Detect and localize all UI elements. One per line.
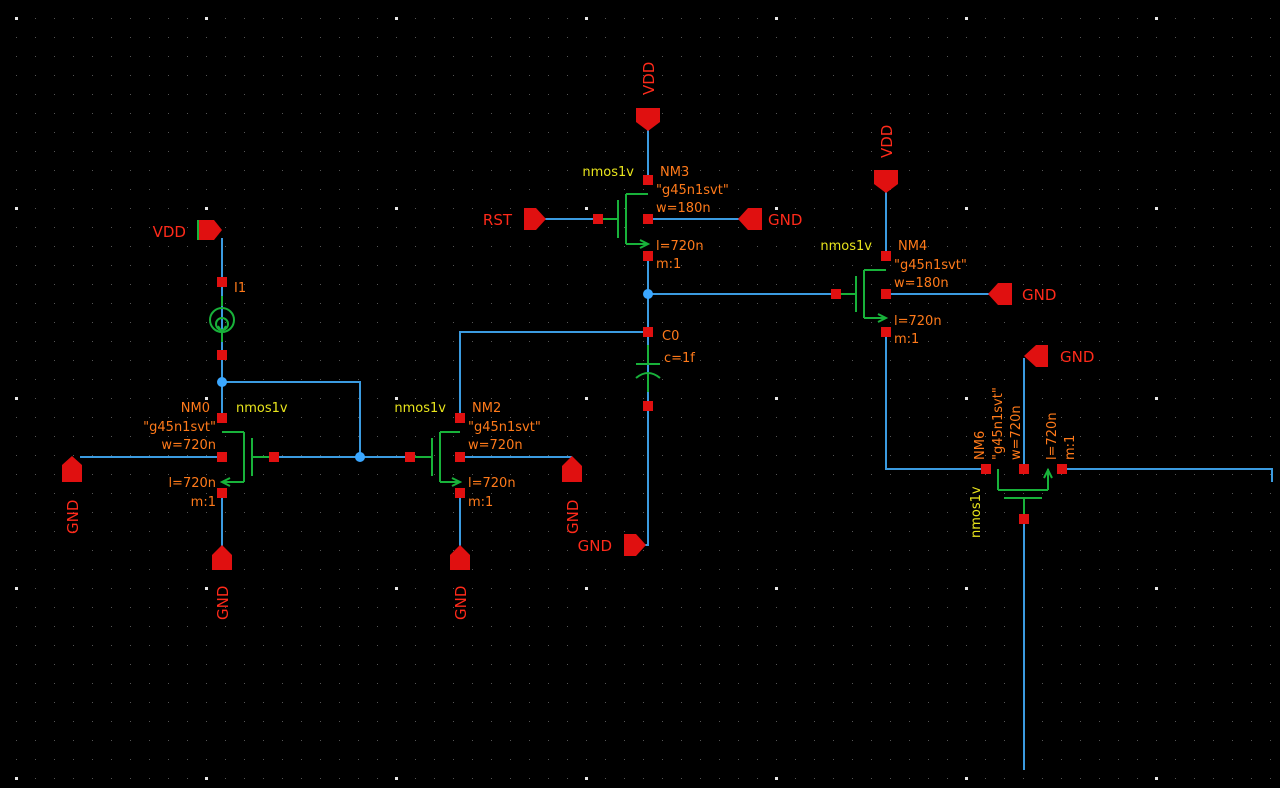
nm0-cell: nmos1v — [236, 401, 288, 416]
nm6-w: w=720n — [1009, 405, 1024, 460]
nm6-m: m:1 — [1063, 435, 1078, 460]
gnd-pin-nm2-right[interactable] — [562, 456, 582, 482]
gnd-label-left: GND — [64, 500, 82, 534]
gnd-pin-nm0[interactable] — [212, 545, 232, 570]
vdd-label-nm3: VDD — [640, 62, 658, 95]
wire-i1-to-mirror — [222, 381, 361, 457]
nm2-w: w=720n — [468, 438, 523, 453]
rst-label: RST — [483, 211, 513, 229]
nm2-name: NM2 — [472, 401, 501, 416]
nm4-l: l=720n — [894, 314, 942, 329]
gnd-pin-nm3[interactable] — [738, 208, 762, 230]
nm4-w: w=180n — [894, 276, 949, 291]
i1-current-source[interactable] — [209, 296, 235, 342]
wires — [80, 130, 1273, 770]
vdd-label-left: VDD — [153, 223, 186, 241]
nm4-cell: nmos1v — [820, 239, 872, 254]
c0-name: C0 — [662, 329, 679, 344]
labels: VDD VDD VDD RST GND GND GND GND GND GND … — [64, 62, 1094, 620]
gnd-label-nm3: GND — [768, 211, 802, 229]
pin-markers — [217, 175, 1067, 524]
nm2-l: l=720n — [468, 476, 516, 491]
nm0-name: NM0 — [181, 401, 210, 416]
nm0-w: w=720n — [161, 438, 216, 453]
vdd-label-nm4: VDD — [878, 125, 896, 158]
c0-capacitor[interactable] — [635, 345, 661, 392]
junction-dots — [217, 289, 653, 462]
gnd-label-nm6: GND — [1060, 348, 1094, 366]
nm6-cell: nmos1v — [969, 486, 984, 538]
nm6-transistor[interactable] — [997, 467, 1053, 519]
nm3-model: "g45n1svt" — [656, 183, 729, 198]
nm4-name: NM4 — [898, 239, 927, 254]
nm6-l: l=720n — [1045, 412, 1060, 460]
nm3-transistor[interactable] — [598, 193, 651, 249]
grid-dots — [15, 17, 1271, 780]
rst-pin[interactable] — [524, 208, 546, 230]
gnd-pin-left[interactable] — [62, 456, 82, 482]
gnd-pin-nm4[interactable] — [988, 283, 1012, 305]
gnd-label-c0: GND — [578, 537, 612, 555]
nm0-m: m:1 — [191, 495, 216, 510]
wire-nm4-source — [885, 332, 986, 470]
nm0-model: "g45n1svt" — [143, 420, 216, 435]
gnd-pin-c0[interactable] — [624, 534, 646, 556]
nm3-name: NM3 — [660, 165, 689, 180]
nm3-m: m:1 — [656, 257, 681, 272]
nm2-cell: nmos1v — [394, 401, 446, 416]
gnd-label-nm0: GND — [214, 586, 232, 620]
gnd-pin-nm6[interactable] — [1024, 345, 1048, 367]
nm2-model: "g45n1svt" — [468, 420, 541, 435]
c0-value: c=1f — [664, 351, 695, 366]
wire-nm2-drain — [459, 331, 648, 418]
gnd-label-nm2: GND — [452, 586, 470, 620]
vdd-pin-nm3[interactable] — [636, 108, 660, 131]
gnd-label-nm2-right: GND — [564, 500, 582, 534]
nm6-name: NM6 — [973, 431, 988, 460]
nm3-cell: nmos1v — [582, 165, 634, 180]
nm6-model: "g45n1svt" — [991, 387, 1006, 460]
gnd-pin-nm2[interactable] — [450, 545, 470, 570]
nm4-model: "g45n1svt" — [894, 258, 967, 273]
vdd-pin-left[interactable] — [197, 220, 222, 240]
nm3-l: l=720n — [656, 239, 704, 254]
nm4-transistor[interactable] — [836, 269, 889, 323]
nm4-m: m:1 — [894, 332, 919, 347]
gnd-label-nm4: GND — [1022, 286, 1056, 304]
nm2-m: m:1 — [468, 495, 493, 510]
nm3-w: w=180n — [656, 201, 711, 216]
vdd-pin-nm4[interactable] — [874, 170, 898, 193]
i1-name: I1 — [234, 281, 246, 296]
wire-nm6-out — [1062, 468, 1273, 482]
nm0-l: l=720n — [168, 476, 216, 491]
